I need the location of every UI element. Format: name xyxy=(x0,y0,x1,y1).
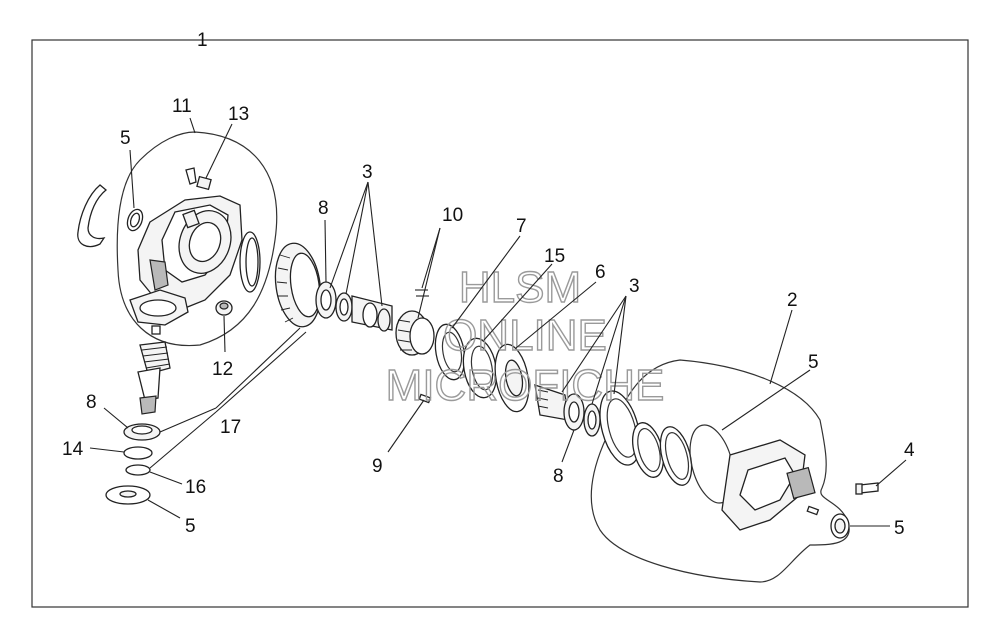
callout-4: 4 xyxy=(904,440,915,461)
watermark-line-1: HLSM xyxy=(459,263,581,312)
callout-15: 15 xyxy=(544,246,565,267)
callout-8: 8 xyxy=(86,392,97,413)
clutch-plate-6 xyxy=(494,343,530,413)
callout-7: 7 xyxy=(516,216,527,237)
clutch-plate-7 xyxy=(434,323,466,381)
callout-3: 3 xyxy=(629,276,640,297)
callout-3: 3 xyxy=(362,162,373,183)
callout-5: 5 xyxy=(808,352,819,373)
ring-plate-large xyxy=(599,390,641,466)
shaft-center xyxy=(351,295,393,332)
callout-17: 17 xyxy=(220,417,241,438)
callout-10: 10 xyxy=(442,205,463,226)
cover-group-outline xyxy=(590,359,850,583)
seal-5-right xyxy=(830,513,850,539)
seal-5-lower-left xyxy=(105,485,151,505)
leader-lines xyxy=(89,117,907,527)
shim-14 xyxy=(123,446,153,460)
callout-6: 6 xyxy=(595,262,606,283)
callout-13: 13 xyxy=(228,104,249,125)
pinion-shaft xyxy=(137,325,171,415)
callout-1: 1 xyxy=(197,30,208,51)
callout-11: 11 xyxy=(172,96,192,117)
callout-8: 8 xyxy=(318,198,329,219)
drain-plug xyxy=(215,300,233,316)
callout-labels: 1 11 13 5 12 8 14 16 5 17 8 3 10 7 15 6 … xyxy=(62,30,915,539)
callout-9: 9 xyxy=(372,456,383,477)
callout-16: 16 xyxy=(185,477,206,498)
gearcase-cover xyxy=(721,439,816,531)
callout-8: 8 xyxy=(553,466,564,487)
callout-5: 5 xyxy=(894,518,905,539)
watermark-line-2: ONLINE xyxy=(443,311,607,360)
watermark-line-3: MICROFICHE xyxy=(386,361,665,410)
callout-2: 2 xyxy=(787,290,798,311)
bolt-4 xyxy=(855,482,879,495)
bearing-8-left xyxy=(123,423,161,441)
retaining-ring-16 xyxy=(125,464,151,476)
gear-housing xyxy=(129,195,243,326)
breather-tube xyxy=(77,184,108,248)
callout-12: 12 xyxy=(212,359,233,380)
bearing-8-right xyxy=(563,393,585,431)
friction-ring xyxy=(659,426,693,486)
housing-group-outline xyxy=(116,131,278,347)
dowel-pin xyxy=(806,505,820,516)
breather-fitting xyxy=(185,167,212,191)
callout-14: 14 xyxy=(62,439,84,460)
ring-gear xyxy=(274,242,322,328)
diagram-frame xyxy=(31,39,969,608)
roller-bearing-cage xyxy=(395,310,435,356)
bearing-8-center xyxy=(315,281,337,319)
spacer-3a xyxy=(335,292,353,322)
callout-5: 5 xyxy=(185,516,196,537)
callout-5: 5 xyxy=(120,128,131,149)
